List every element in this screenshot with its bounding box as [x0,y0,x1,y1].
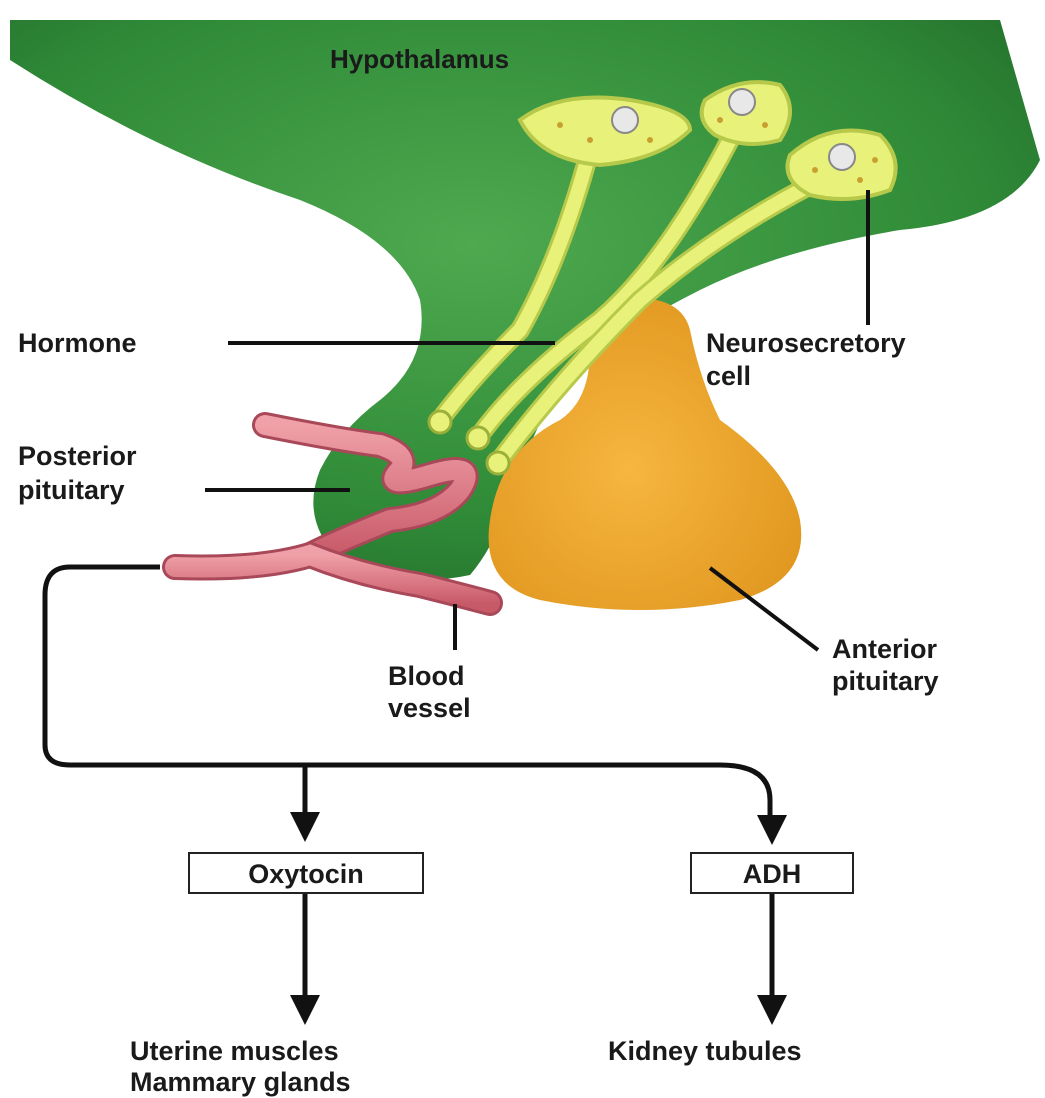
oxytocin-box: Oxytocin [188,852,424,894]
label-anterior-line1: Anterior [832,633,937,665]
label-posterior-line1: Posterior [18,440,137,472]
label-blood-line1: Blood [388,660,464,692]
adh-box: ADH [690,852,854,894]
label-blood-line2: vessel [388,692,471,724]
flow-connectors [45,567,772,1000]
label-hypothalamus: Hypothalamus [330,43,509,75]
label-neurosecretory-line2: cell [706,360,751,392]
arrowheads [290,812,787,1025]
label-hormone: Hormone [18,327,137,359]
label-posterior-line2: pituitary [18,474,125,506]
label-neurosecretory-line1: Neurosecretory [706,327,906,359]
label-kidney-tubules: Kidney tubules [608,1035,802,1067]
label-uterine-muscles: Uterine muscles [130,1035,339,1067]
label-anterior-line2: pituitary [832,665,939,697]
label-mammary-glands: Mammary glands [130,1066,351,1098]
